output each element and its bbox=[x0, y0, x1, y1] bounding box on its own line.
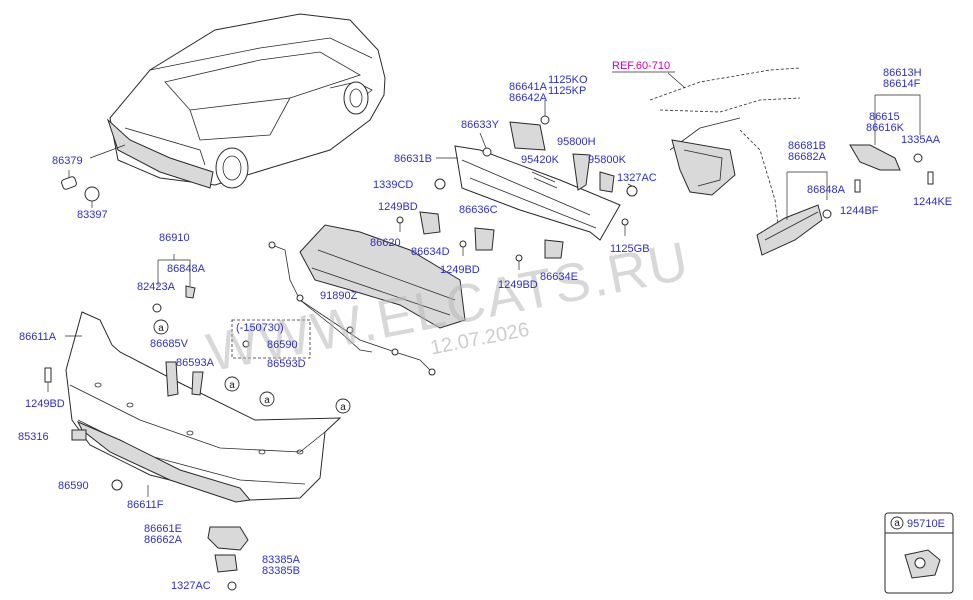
label-1244KE[interactable]: 1244KE bbox=[913, 196, 952, 208]
bracket-86641A bbox=[509, 100, 550, 151]
label-86616K[interactable]: 86616K bbox=[866, 122, 905, 134]
label-1249BD-a[interactable]: 1249BD bbox=[378, 201, 418, 213]
label-86641A[interactable]: 86641A bbox=[509, 81, 548, 93]
label-95800K[interactable]: 95800K bbox=[588, 154, 627, 166]
label-83397[interactable]: 83397 bbox=[77, 209, 108, 221]
label-86634D[interactable]: 86634D bbox=[411, 246, 450, 258]
nut-86590-box bbox=[242, 340, 250, 348]
range-note: (-150730) bbox=[236, 322, 284, 334]
bolts-1244 bbox=[854, 171, 934, 193]
wiring-harness-91890Z bbox=[268, 241, 436, 376]
label-86634E[interactable]: 86634E bbox=[540, 271, 578, 283]
label-86611A[interactable]: 86611A bbox=[19, 331, 57, 343]
ref-label[interactable]: REF.60-710 bbox=[612, 60, 670, 72]
label-86615[interactable]: 86615 bbox=[869, 111, 900, 123]
bolts-1249BD bbox=[396, 216, 629, 270]
label-1125GB[interactable]: 1125GB bbox=[610, 243, 650, 255]
label-1327AC-top[interactable]: 1327AC bbox=[617, 172, 657, 184]
side-bracket-86613H bbox=[849, 94, 923, 171]
label-86636C[interactable]: 86636C bbox=[459, 204, 498, 216]
label-86593D[interactable]: 86593D bbox=[267, 358, 306, 370]
reflector-86661E bbox=[207, 526, 249, 591]
label-1244BF[interactable]: 1244BF bbox=[840, 205, 879, 217]
label-86910[interactable]: 86910 bbox=[159, 232, 190, 244]
side-bracket-86681B bbox=[756, 171, 832, 256]
label-86682A[interactable]: 86682A bbox=[788, 151, 827, 163]
label-1335AA[interactable]: 1335AA bbox=[901, 134, 941, 146]
label-85316[interactable]: 85316 bbox=[18, 431, 49, 443]
label-1249BD-d[interactable]: 1249BD bbox=[25, 398, 65, 410]
clip-95420K bbox=[531, 171, 558, 189]
label-86631B[interactable]: 86631B bbox=[394, 153, 432, 165]
label-95420K[interactable]: 95420K bbox=[521, 154, 560, 166]
bracket-86636C bbox=[419, 211, 564, 259]
label-95800H[interactable]: 95800H bbox=[557, 136, 596, 148]
label-86633Y[interactable]: 86633Y bbox=[461, 119, 500, 131]
energy-absorber-86620 bbox=[299, 224, 466, 329]
bracket-95800H bbox=[572, 153, 638, 197]
label-86590-box[interactable]: 86590 bbox=[267, 339, 298, 351]
label-83385B[interactable]: 83385B bbox=[262, 565, 300, 577]
label-86642A[interactable]: 86642A bbox=[509, 92, 548, 104]
label-86848A-left[interactable]: 86848A bbox=[167, 263, 206, 275]
label-86620[interactable]: 86620 bbox=[370, 237, 401, 249]
label-1125KO[interactable]: 1125KO bbox=[548, 74, 588, 86]
label-91890Z[interactable]: 91890Z bbox=[320, 290, 358, 302]
callout-a-1: a bbox=[158, 323, 164, 334]
nut-86590-bottom bbox=[111, 479, 123, 491]
label-86662A[interactable]: 86662A bbox=[144, 534, 183, 546]
label-86681B[interactable]: 86681B bbox=[788, 140, 826, 152]
label-86611F[interactable]: 86611F bbox=[127, 499, 164, 511]
label-86379[interactable]: 86379 bbox=[52, 155, 83, 167]
mark-circles: a a a a bbox=[153, 319, 351, 414]
label-86661E[interactable]: 86661E bbox=[144, 523, 182, 535]
rear-beam-86631B bbox=[436, 145, 621, 241]
clip-85316 bbox=[71, 429, 87, 441]
legend-part-number: 95710E bbox=[907, 518, 945, 530]
label-83385A[interactable]: 83385A bbox=[262, 554, 301, 566]
callout-a-2: a bbox=[229, 380, 235, 391]
label-1249BD-b[interactable]: 1249BD bbox=[440, 264, 480, 276]
legend-callout: a bbox=[894, 518, 900, 529]
label-86593A[interactable]: 86593A bbox=[176, 357, 215, 369]
plug-83397 bbox=[84, 186, 100, 208]
label-1327AC-bottom[interactable]: 1327AC bbox=[171, 580, 211, 592]
callout-a-4: a bbox=[340, 402, 346, 413]
label-86685V[interactable]: 86685V bbox=[150, 338, 189, 350]
label-82423A[interactable]: 82423A bbox=[137, 281, 176, 293]
label-86848A-right[interactable]: 86848A bbox=[807, 184, 846, 196]
bolt-1249BD-left bbox=[44, 367, 52, 392]
plug-86379 bbox=[61, 170, 77, 190]
car-illustration bbox=[89, 13, 386, 189]
label-1125KP[interactable]: 1125KP bbox=[548, 85, 586, 97]
body-quarter-panel bbox=[612, 67, 801, 241]
lower-trim-86611F bbox=[76, 421, 251, 503]
label-86614F[interactable]: 86614F bbox=[883, 78, 921, 90]
callout-a-3: a bbox=[264, 395, 270, 406]
retainers-86848A-left bbox=[152, 254, 196, 313]
label-1249BD-c[interactable]: 1249BD bbox=[498, 279, 538, 291]
range-box bbox=[231, 319, 311, 359]
legend-box: a 95710E bbox=[884, 512, 954, 594]
label-86613H[interactable]: 86613H bbox=[883, 67, 922, 79]
nut-1339CD bbox=[434, 178, 446, 190]
label-86590-bottom[interactable]: 86590 bbox=[58, 480, 89, 492]
bolt-86633Y bbox=[479, 132, 492, 157]
label-1339CD[interactable]: 1339CD bbox=[373, 179, 413, 191]
brackets-86685V bbox=[165, 361, 204, 397]
